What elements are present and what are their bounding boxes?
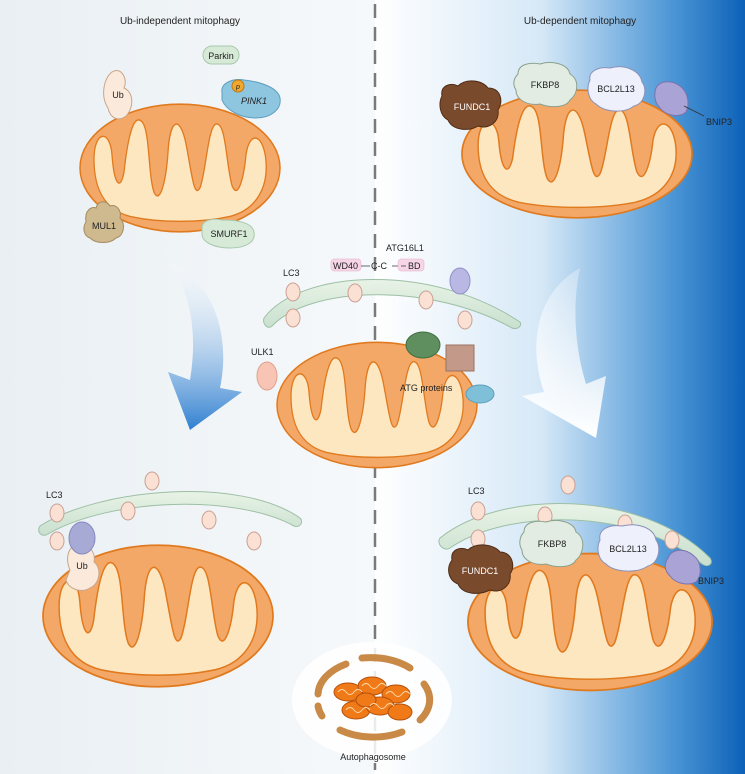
center-purple-blob	[449, 267, 471, 295]
wd40-label: WD40	[333, 261, 358, 271]
right-bottom-membrane	[438, 503, 712, 567]
fkbp8-label-top: FKBP8	[531, 80, 560, 90]
ulk1-protein	[256, 361, 278, 391]
bcl2l13-label-top: BCL2L13	[597, 84, 635, 94]
atg16l1-label: ATG16L1	[386, 243, 424, 253]
smurf1-label: SMURF1	[210, 229, 247, 239]
left-bottom-ub-protein: Ub	[65, 521, 100, 591]
fkbp8-label-bottom: FKBP8	[538, 539, 567, 549]
mul1-protein: MUL1	[83, 201, 124, 243]
fundc1-label-top: FUNDC1	[454, 102, 491, 112]
right-curved-arrow	[522, 268, 606, 438]
right-bottom-lc3-label: LC3	[468, 486, 485, 496]
atg-proteins-group	[405, 331, 495, 404]
fundc1-protein-bottom: FUNDC1	[448, 544, 514, 594]
bd-label: BD	[408, 261, 421, 271]
fkbp8-protein-bottom: FKBP8	[519, 519, 584, 568]
atg16l1-domains	[330, 258, 425, 272]
fundc1-label-bottom: FUNDC1	[462, 566, 499, 576]
ulk1-label: ULK1	[251, 347, 274, 357]
pink1-protein: PINK1 p	[221, 79, 281, 119]
bnip3-label-bottom: BNIP3	[698, 576, 724, 586]
autophagosome	[292, 642, 452, 758]
mul1-label: MUL1	[92, 221, 116, 231]
bnip3-protein-top: BNIP3	[654, 81, 732, 127]
left-title: Ub-independent mitophagy	[120, 16, 240, 27]
ub-label: Ub	[112, 90, 124, 100]
left-bottom-membrane	[38, 491, 303, 536]
bnip3-label-top: BNIP3	[706, 117, 732, 127]
left-bottom-lc3-dots	[49, 471, 262, 551]
center-lc3-label: LC3	[283, 268, 300, 278]
cc-label: C-C	[371, 261, 387, 271]
parkin-protein: Parkin	[202, 45, 240, 65]
phosphate-label: p	[235, 84, 240, 91]
left-bottom-lc3-label: LC3	[46, 490, 63, 500]
phosphate-dot	[231, 79, 245, 93]
left-bottom-ub-label: Ub	[76, 561, 88, 571]
atg-proteins-label: ATG proteins	[400, 383, 453, 393]
center-lc3-dots	[285, 282, 473, 330]
bcl2l13-protein-top: BCL2L13	[587, 66, 646, 112]
fkbp8-protein-top: FKBP8	[513, 61, 578, 108]
fundc1-protein-top: FUNDC1	[439, 80, 502, 130]
left-curved-arrow	[168, 262, 242, 430]
center-membrane	[263, 279, 521, 329]
autophagosome-mitochondria	[333, 676, 413, 721]
smurf1-protein: SMURF1	[201, 218, 255, 249]
bnip3-protein-bottom: BNIP3	[664, 549, 724, 586]
bcl2l13-protein-bottom: BCL2L13	[597, 524, 660, 572]
ub-protein: Ub	[103, 70, 133, 120]
right-title: Ub-dependent mitophagy	[524, 16, 636, 27]
autophagosome-label: Autophagosome	[340, 752, 406, 762]
bcl2l13-label-bottom: BCL2L13	[609, 544, 647, 554]
parkin-label: Parkin	[208, 51, 234, 61]
bnip3-pointer-top	[683, 105, 705, 117]
pink1-label: PINK1	[241, 96, 267, 106]
